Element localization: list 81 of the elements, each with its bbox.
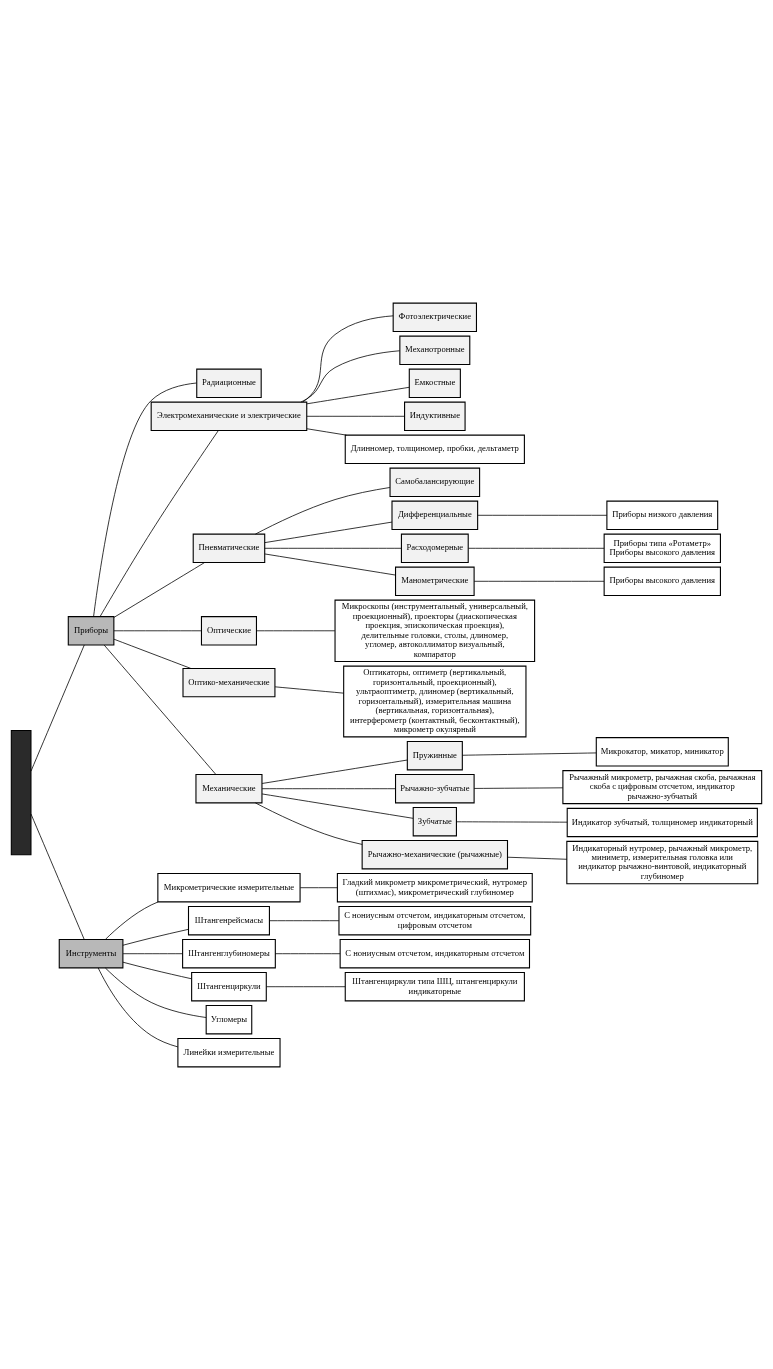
connector — [30, 644, 85, 772]
connector — [113, 638, 192, 669]
node-box: Емкостные — [408, 368, 461, 398]
connector — [261, 787, 396, 789]
node-box: Зубчатые — [412, 806, 457, 836]
node-box: С нониусным отсчетом, индикаторным отсчетом, цифровым отсчетом — [338, 905, 532, 935]
connector — [507, 856, 568, 860]
node-box: Пружинные — [406, 740, 463, 770]
connector — [122, 928, 189, 946]
connector — [30, 813, 85, 940]
connector — [264, 553, 396, 575]
node-box: Механотронные — [399, 335, 471, 365]
node-box: Штангенглубиномеры — [182, 938, 276, 968]
node-box: Фотоэлектрические — [392, 302, 477, 332]
node-box: Штангенрейсмасы — [187, 905, 270, 935]
node-box: Электромеханические и электрические — [150, 401, 308, 431]
connector — [113, 561, 205, 618]
node-box: Инструменты — [58, 938, 124, 968]
connector — [477, 514, 608, 516]
connector — [105, 967, 207, 1018]
node-box: Длинномер, толщиномер, пробки, дельтаметр — [344, 434, 525, 464]
connector — [306, 427, 347, 436]
connector — [299, 886, 338, 888]
node-box: Индикатор зубчатый, толщиномер индикаторный — [566, 807, 758, 837]
node-box: Механические — [195, 773, 263, 803]
connector — [269, 919, 340, 921]
node-box: Радиационные — [196, 368, 262, 398]
node-box: Расходомерные — [400, 533, 469, 563]
connector — [261, 793, 414, 819]
node-box: Штангенциркули типа ШЦ, штангенциркули индикаторные — [344, 971, 525, 1001]
connector — [93, 382, 197, 617]
node-box: Оптикаторы, оптиметр (вертикальный, горизонтальный, проекционный), ультраоптиметр, длиномер (вертикальный, горизонтальный), измерительная машина (вертикальная, горизонтальная), интерферометр (контактный, бесконтактный), микрометр окулярный — [343, 665, 527, 737]
connector — [300, 349, 401, 402]
node-box: Дифференциальные — [391, 500, 479, 530]
connector — [462, 752, 597, 756]
connector — [274, 952, 341, 954]
node-box: Приборы — [67, 615, 115, 645]
node-box: Оптические — [200, 615, 257, 645]
node-box: Гладкий микрометр микрометрический, нутромер (штихмас), микрометрический глубиномер — [336, 872, 533, 902]
connector — [302, 314, 394, 402]
node-box: Индикаторный нутромер, рычажный микрометр, миниметр, измерительная головка или индикатор рычажно-винтовой, индикаторный глубиномер — [566, 840, 759, 884]
connector — [255, 802, 363, 845]
node-box: С нониусным отсчетом, индикаторным отсчетом — [339, 938, 531, 968]
connector — [274, 685, 344, 694]
node-box: Приборы высокого давления — [603, 566, 721, 596]
node-box: Рычажно-механические (рычажные) — [361, 839, 509, 869]
connector — [473, 786, 564, 789]
connector — [103, 644, 217, 775]
node-box: Микроскопы (инструментальный, универсальный, проекционный), проекторы (диаскопическая проекция, эпископическая проекция), делительные головки, столы, длиномер, угломер, автоколлиматор визуальный, компаратор — [334, 599, 536, 662]
node-box: Манометрические — [395, 566, 475, 596]
connector — [255, 486, 391, 534]
node-box: Микрометрические измерительные — [157, 872, 301, 902]
node-box: Приборы низкого давления — [606, 500, 719, 530]
connector — [468, 547, 605, 549]
connector — [456, 820, 568, 823]
node-box: Линейки измерительные — [177, 1037, 281, 1067]
node-box: Рычажный микрометр, рычажная скоба, рычажная скоба с цифровым отсчетом, индикатор рычажно-зубчатый — [562, 769, 763, 804]
node-box: Штангенциркули — [191, 971, 267, 1001]
connector — [264, 521, 393, 543]
node-box: Индуктивные — [404, 401, 466, 431]
node-box — [10, 729, 32, 855]
connector — [105, 901, 159, 940]
node-box: Угломеры — [205, 1004, 253, 1034]
connector — [99, 429, 219, 617]
connector — [261, 759, 408, 784]
connector — [306, 386, 410, 404]
node-box: Микрокатор, микатор, миникатор — [595, 736, 729, 766]
node-box: Самобалансирующие — [389, 467, 481, 497]
node-box: Приборы типа «Ротаметр» Приборы высокого давления — [603, 533, 721, 563]
connector — [256, 629, 336, 631]
connector — [122, 952, 183, 954]
connector — [473, 580, 605, 582]
connector — [122, 961, 192, 979]
connector — [306, 415, 405, 417]
connector — [264, 547, 402, 549]
connector — [266, 985, 346, 987]
connector — [97, 967, 179, 1047]
connector — [113, 629, 202, 631]
node-box: Рычажно-зубчатые — [395, 773, 475, 803]
node-box: Пневматические — [192, 533, 266, 563]
node-box: Оптико-механические — [182, 667, 276, 697]
